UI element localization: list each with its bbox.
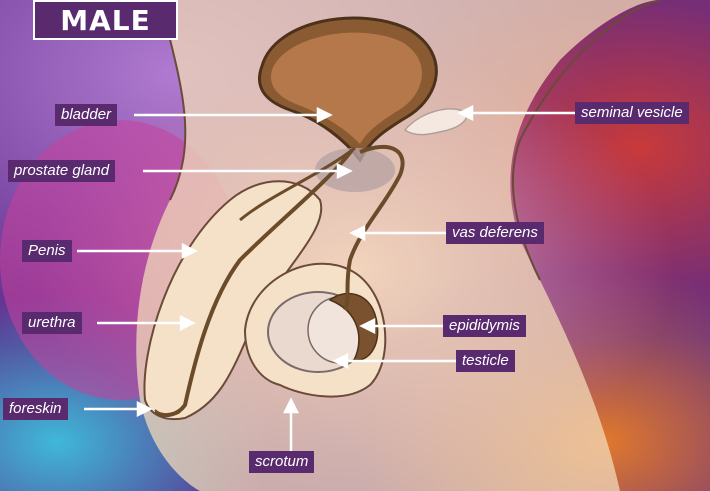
label-testicle: testicle [456, 350, 515, 372]
page-title: MALE [60, 4, 151, 37]
label-bladder: bladder [55, 104, 117, 126]
label-epididymis: epididymis [443, 315, 526, 337]
label-prostate-gland: prostate gland [8, 160, 115, 182]
label-foreskin: foreskin [3, 398, 68, 420]
label-scrotum: scrotum [249, 451, 314, 473]
title-badge: MALE [33, 0, 178, 40]
label-vas-deferens: vas deferens [446, 222, 544, 244]
label-penis: Penis [22, 240, 72, 262]
label-urethra: urethra [22, 312, 82, 334]
label-seminal-vesicle: seminal vesicle [575, 102, 689, 124]
